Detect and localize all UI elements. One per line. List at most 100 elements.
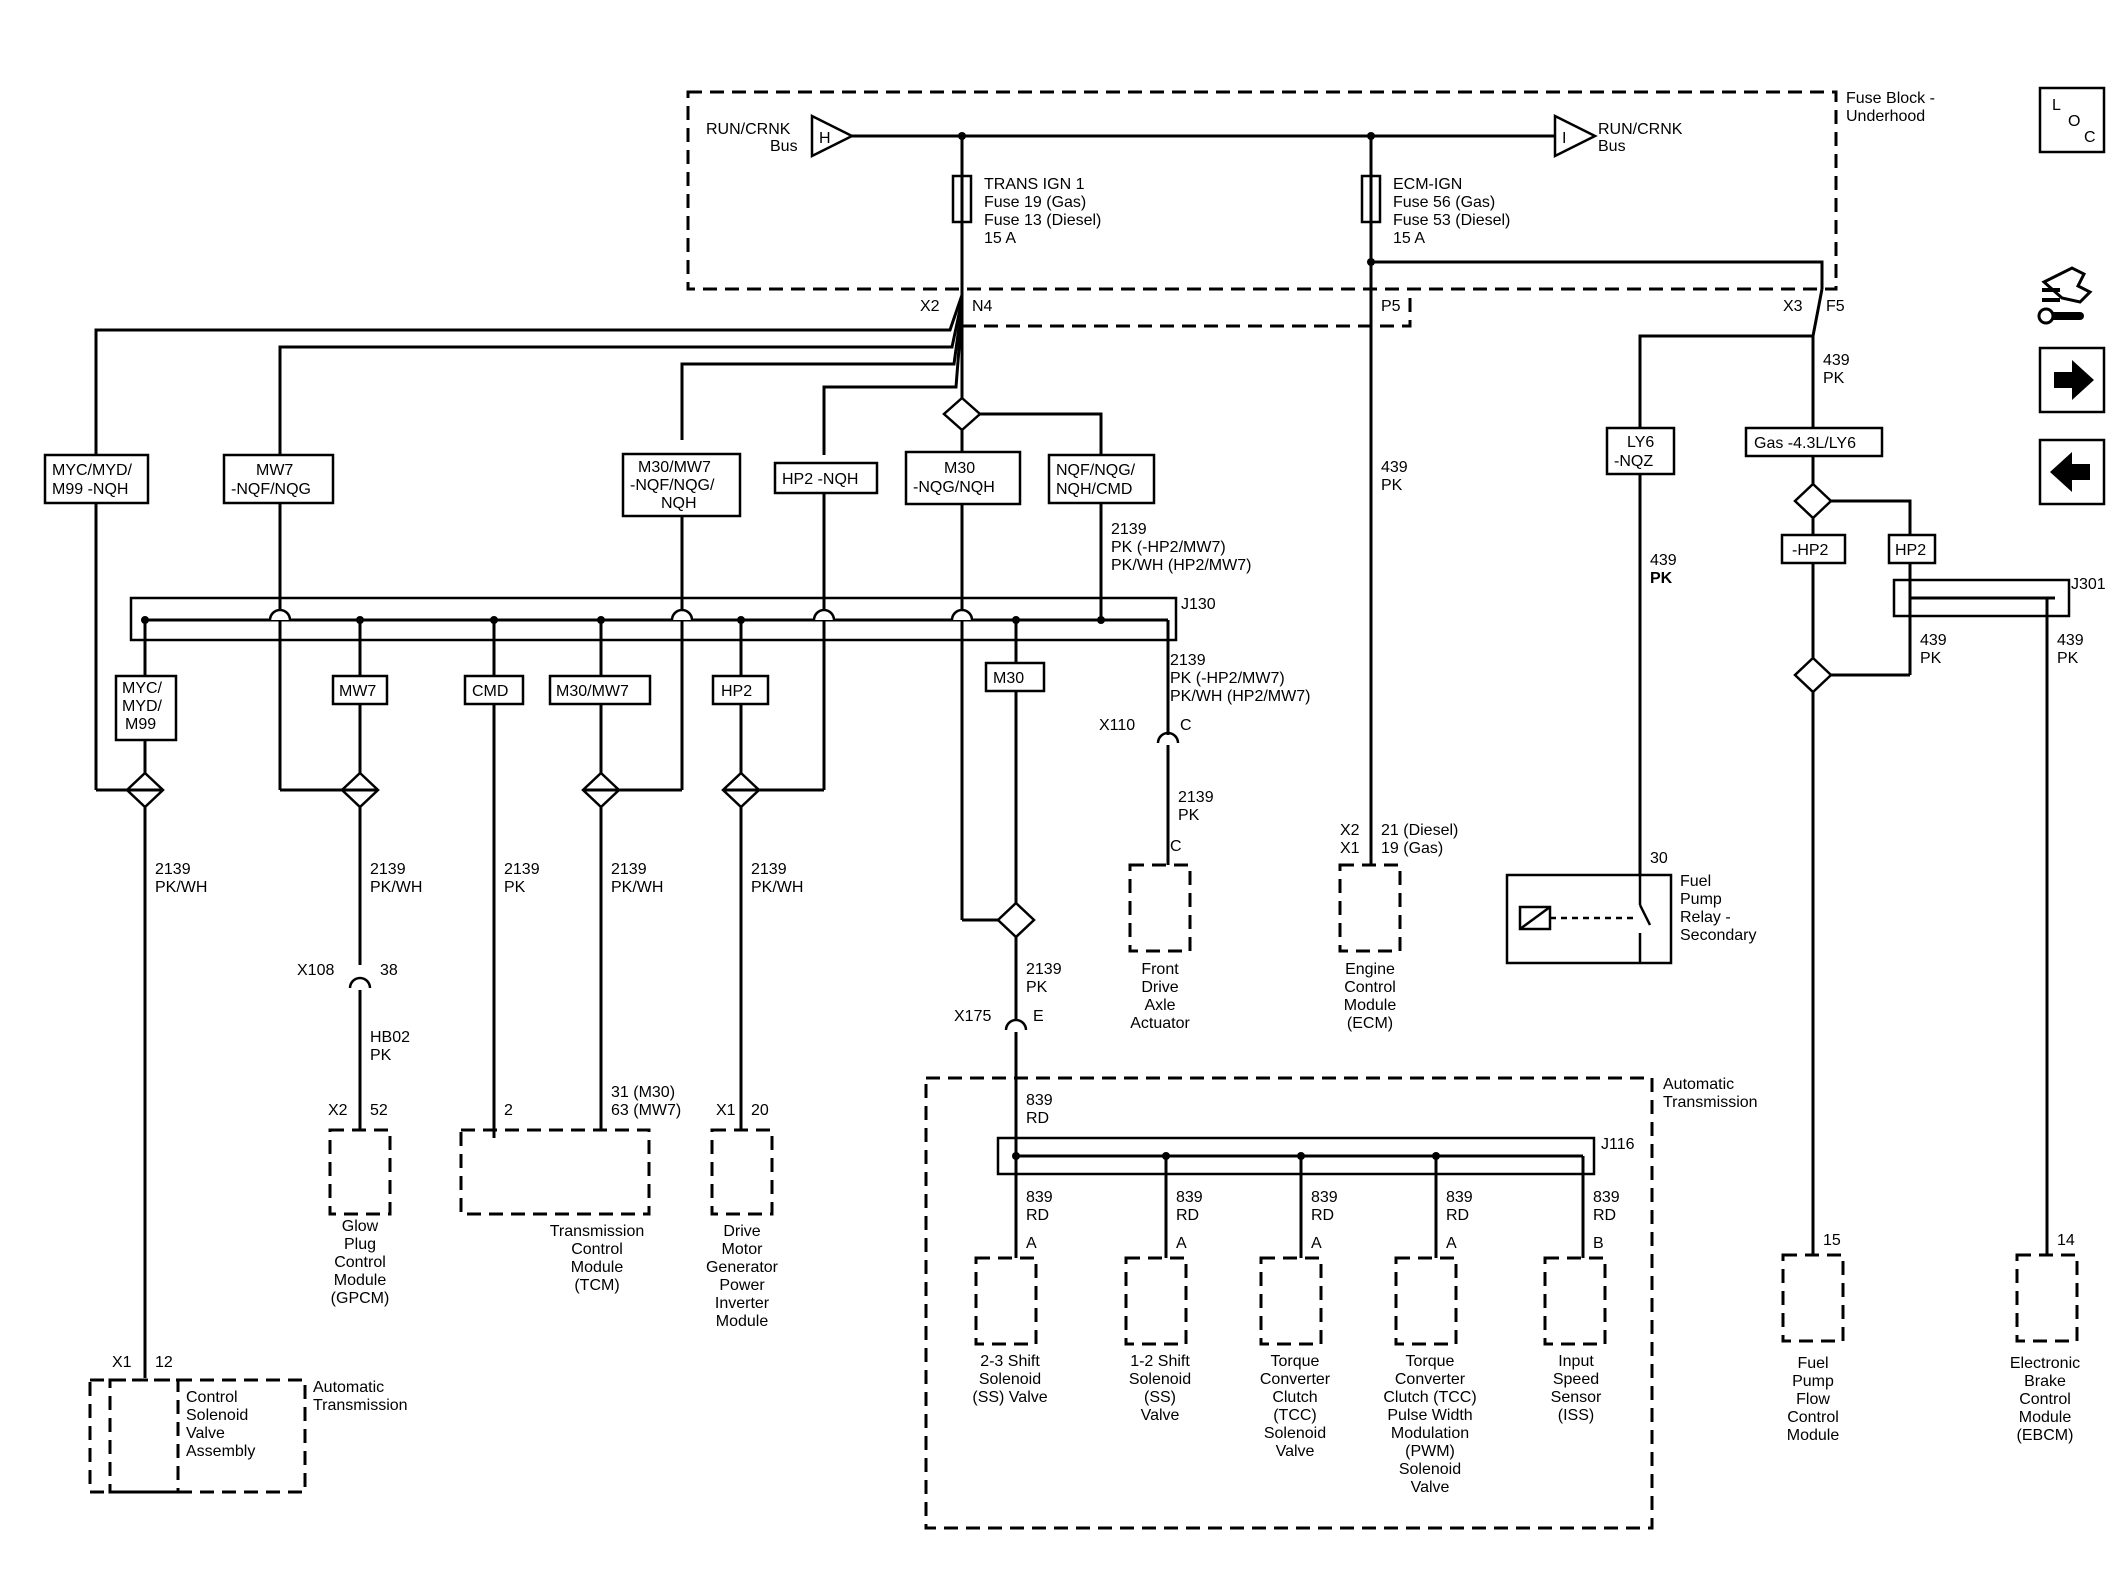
- component-label: Module: [2019, 1409, 2072, 1426]
- component-label: Module: [334, 1272, 387, 1289]
- component-label: (EBCM): [2017, 1427, 2074, 1444]
- connector-pin-label: 38: [380, 962, 398, 979]
- wire-label: PK (-HP2/MW7): [1170, 670, 1285, 687]
- wire-label: PK: [504, 879, 526, 896]
- component-label: Drive: [1141, 979, 1178, 996]
- component-label: Valve: [1411, 1479, 1450, 1496]
- component-label: Control: [2019, 1391, 2071, 1408]
- wire-label: 839: [1176, 1189, 1203, 1206]
- wire-crossing: [670, 608, 694, 621]
- option-box-m30-mw7-2: [548, 674, 652, 706]
- splice-pack-j301: [1892, 578, 2071, 618]
- component-label: Pulse Width: [1387, 1407, 1472, 1424]
- option-text: -NQG/NQH: [913, 479, 995, 496]
- splice-diamond: [1793, 656, 1833, 694]
- option-text: -HP2: [1792, 542, 1829, 559]
- automatic-transmission-left-outline: [88, 1378, 307, 1494]
- component-label: Transmission: [313, 1397, 408, 1414]
- wire-label: 2139: [1026, 961, 1062, 978]
- wire-crossing: [268, 608, 292, 621]
- connector-pin-label: 30: [1650, 850, 1668, 867]
- component-label: Control: [1787, 1409, 1839, 1426]
- option-text: M30: [993, 670, 1024, 687]
- splice-pack-j130: [129, 596, 1178, 642]
- option-text: CMD: [472, 683, 508, 700]
- bus-connector-i-icon: [1553, 113, 1598, 159]
- next-page-button[interactable]: [2038, 346, 2106, 414]
- component-tcc-pwm: [1394, 1256, 1458, 1346]
- bus-left-label: RUN/CRNK: [706, 121, 791, 138]
- loc-letter: O: [2068, 113, 2080, 130]
- loc-button-frame[interactable]: [2038, 86, 2106, 154]
- fuse2-label-4: 15 A: [1393, 230, 1425, 247]
- splice-j130-label: J130: [1181, 596, 1216, 613]
- wire-label: PK: [1650, 570, 1673, 587]
- fuse2-label-2: Fuse 56 (Gas): [1393, 194, 1495, 211]
- wire-label: PK/WH (HP2/MW7): [1111, 557, 1251, 574]
- wire-label: 839: [1311, 1189, 1338, 1206]
- option-text: -NQZ: [1614, 453, 1653, 470]
- bus-right-label: RUN/CRNK: [1598, 121, 1683, 138]
- wire-label: 2139: [1170, 652, 1206, 669]
- connector-x175-label: X175: [954, 1008, 991, 1025]
- wire-label: 2139: [1111, 521, 1147, 538]
- connector-f5-label: F5: [1826, 298, 1845, 315]
- wire-label: 439: [1381, 459, 1408, 476]
- connector-pin-label: E: [1033, 1008, 1044, 1025]
- option-box-minus-hp2: [1780, 533, 1847, 565]
- wire-label: 2139: [155, 861, 191, 878]
- wire-label: PK/WH: [751, 879, 803, 896]
- connector-pin-label: 15: [1823, 1232, 1841, 1249]
- component-label: Module: [1344, 997, 1397, 1014]
- wire-label: PK/WH: [611, 879, 663, 896]
- component-label: Flow: [1796, 1391, 1830, 1408]
- wire-label: 2139: [611, 861, 647, 878]
- wire-label: 2139: [504, 861, 540, 878]
- loc-letter: L: [2052, 97, 2061, 114]
- component-label: Valve: [1141, 1407, 1180, 1424]
- wire-label: PK: [1381, 477, 1403, 494]
- connector-x110-label: X110: [1099, 717, 1135, 734]
- option-text: NQH/CMD: [1056, 481, 1132, 498]
- component-label: Automatic: [1663, 1076, 1734, 1093]
- bus-left-label-2: Bus: [770, 138, 798, 155]
- loc-letter: C: [2084, 129, 2096, 146]
- connector-label: X2: [328, 1102, 348, 1119]
- component-label: (ECM): [1347, 1015, 1393, 1032]
- option-text: MYD/: [122, 698, 163, 715]
- connector-x2-label: X2: [920, 298, 940, 315]
- loc-button[interactable]: L O C: [2038, 86, 2106, 154]
- connector-x3-label: X3: [1783, 298, 1803, 315]
- prev-page-button[interactable]: [2038, 438, 2106, 506]
- option-box-cmd: [463, 674, 525, 706]
- component-tcm: [459, 1128, 651, 1216]
- component-label: Clutch: [1272, 1389, 1317, 1406]
- connector-x108-label: X108: [297, 962, 334, 979]
- component-label: 2-3 Shift: [980, 1353, 1040, 1370]
- component-label: Converter: [1395, 1371, 1466, 1388]
- connector-label: X2: [1340, 822, 1360, 839]
- fuse1-label-2: Fuse 19 (Gas): [984, 194, 1086, 211]
- component-label: Automatic: [313, 1379, 384, 1396]
- component-label: Transmission: [1663, 1094, 1758, 1111]
- connector-pin-label: 21 (Diesel): [1381, 822, 1458, 839]
- option-text: M30/MW7: [556, 683, 629, 700]
- component-ss23: [974, 1256, 1038, 1346]
- connector-tools-icon[interactable]: [2037, 266, 2093, 325]
- component-label: Actuator: [1130, 1015, 1190, 1032]
- component-label: Fuel: [1680, 873, 1711, 890]
- connector-pin-label: 20: [751, 1102, 769, 1119]
- option-text: MYC/MYD/: [52, 462, 133, 479]
- fuse-block-title-2: Underhood: [1846, 108, 1925, 125]
- component-fuel-pump-flow: [1781, 1253, 1845, 1343]
- wire-label: 839: [1593, 1189, 1620, 1206]
- option-text: HP2: [721, 683, 752, 700]
- wire-label: 2139: [751, 861, 787, 878]
- wire-crossing: [812, 608, 836, 621]
- wire-label: RD: [1176, 1207, 1199, 1224]
- inline-connector-icon: [1004, 1018, 1028, 1031]
- bus-right-label-2: Bus: [1598, 138, 1626, 155]
- splice-diamond: [942, 396, 982, 432]
- connector-pin-label: 63 (MW7): [611, 1102, 681, 1119]
- wire-label: RD: [1446, 1207, 1469, 1224]
